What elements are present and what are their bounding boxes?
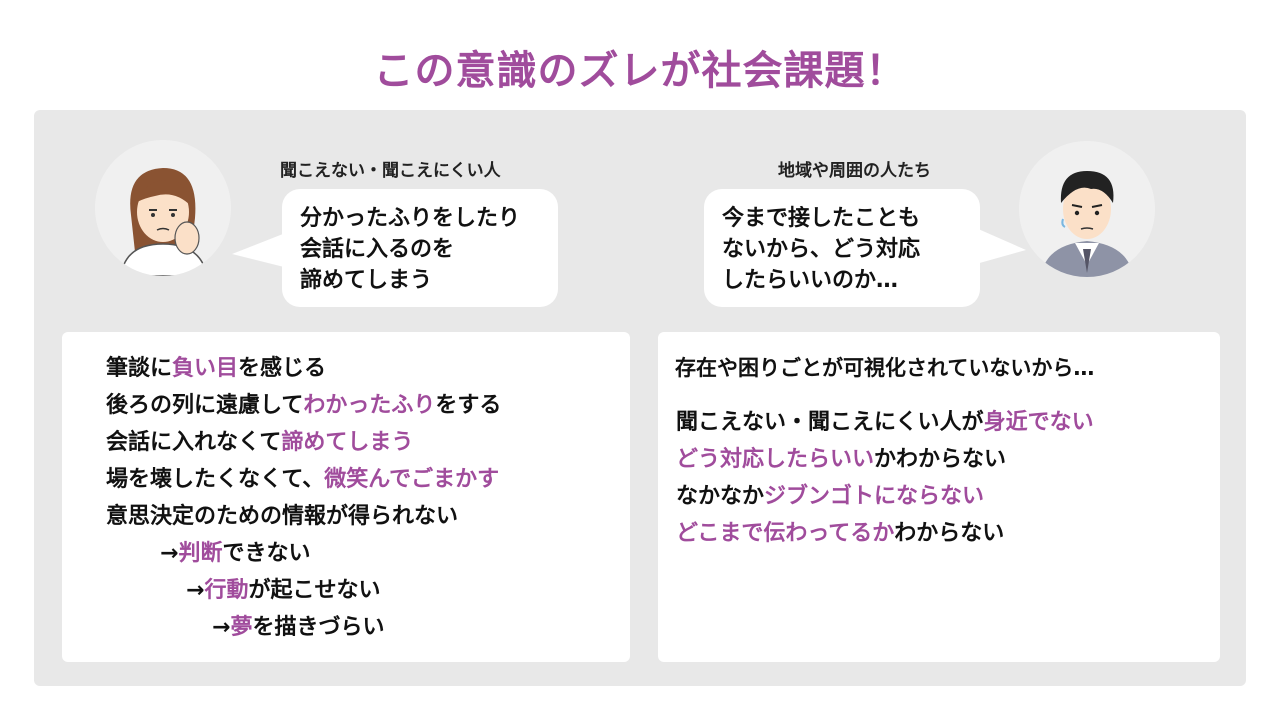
- list-item: 筆談に負い目を感じる: [106, 350, 501, 387]
- left-speech-bubble: 分かったふりをしたり 会話に入るのを 諦めてしまう: [282, 189, 558, 307]
- list-text: →: [212, 615, 231, 640]
- bubble-line: ないから、どう対応: [722, 237, 921, 262]
- bubble-line: 諦めてしまう: [300, 268, 433, 293]
- list-text: かわからない: [874, 447, 1007, 472]
- highlight-text: 判断: [178, 541, 223, 566]
- highlight-text: 夢: [230, 615, 253, 640]
- woman-avatar-icon: [95, 140, 231, 276]
- left-speaker-label: 聞こえない・聞こえにくい人: [280, 161, 501, 181]
- highlight-text: 諦めてしまう: [281, 430, 414, 455]
- list-item: →行動が起こせない: [106, 572, 501, 609]
- list-text: →: [160, 541, 179, 566]
- list-text: 聞こえない・聞こえにくい人が: [676, 410, 984, 435]
- highlight-text: 微笑んでごまかす: [324, 467, 500, 492]
- right-lead-text: 存在や困りごとが可視化されていないから…: [675, 356, 1095, 380]
- bubble-line: 今まで接したことも: [722, 206, 921, 231]
- list-text: できない: [222, 541, 311, 566]
- right-issues-box: [658, 332, 1220, 662]
- left-bubble-tail: [232, 232, 288, 268]
- list-text: わからない: [894, 521, 1005, 546]
- list-item: どう対応したらいいかわからない: [676, 441, 1094, 478]
- left-issues-box: [62, 332, 630, 662]
- list-item: なかなかジブンゴトにならない: [676, 478, 1094, 515]
- list-text: 意思決定のための情報が得られない: [106, 504, 459, 529]
- highlight-text: 行動: [204, 578, 249, 603]
- right-bubble-tail: [976, 228, 1026, 264]
- list-item: 場を壊したくなくて、微笑んでごまかす: [106, 461, 501, 498]
- list-text: 会話に入れなくて: [106, 430, 282, 455]
- man-avatar-icon: [1019, 141, 1155, 277]
- highlight-text: どう対応したらいい: [676, 447, 875, 472]
- highlight-text: どこまで伝わってるか: [676, 521, 895, 546]
- list-item: 後ろの列に遠慮してわかったふりをする: [106, 387, 501, 424]
- right-issues-list: 聞こえない・聞こえにくい人が身近でないどう対応したらいいかわからないなかなかジブ…: [676, 404, 1094, 552]
- highlight-text: 負い目: [172, 356, 239, 381]
- list-text: 筆談に: [106, 356, 173, 381]
- highlight-text: わかったふり: [303, 393, 436, 418]
- right-speech-bubble: 今まで接したことも ないから、どう対応 したらいいのか…: [704, 189, 980, 307]
- page-title: この意識のズレが社会課題！: [373, 48, 907, 94]
- bubble-line: 分かったふりをしたり: [300, 206, 521, 231]
- list-item: →夢を描きづらい: [106, 609, 501, 646]
- list-item: 聞こえない・聞こえにくい人が身近でない: [676, 404, 1094, 441]
- list-item: どこまで伝わってるかわからない: [676, 515, 1094, 552]
- left-issues-list: 筆談に負い目を感じる後ろの列に遠慮してわかったふりをする会話に入れなくて諦めてし…: [106, 350, 501, 646]
- list-item: 意思決定のための情報が得られない: [106, 498, 501, 535]
- list-text: →: [186, 578, 205, 603]
- highlight-text: 身近でない: [983, 410, 1094, 435]
- list-text: 場を壊したくなくて、: [106, 467, 325, 492]
- list-text: なかなか: [676, 484, 765, 509]
- list-text: 後ろの列に遠慮して: [106, 393, 304, 418]
- highlight-text: ジブンゴトにならない: [764, 484, 985, 509]
- list-text: をする: [435, 393, 502, 418]
- list-item: →判断できない: [106, 535, 501, 572]
- right-speaker-label: 地域や周囲の人たち: [778, 161, 931, 181]
- list-text: が起こせない: [248, 578, 381, 603]
- list-item: 会話に入れなくて諦めてしまう: [106, 424, 501, 461]
- bubble-line: したらいいのか…: [722, 268, 899, 293]
- list-text: を感じる: [238, 356, 327, 381]
- bubble-line: 会話に入るのを: [300, 237, 455, 262]
- list-text: を描きづらい: [252, 615, 385, 640]
